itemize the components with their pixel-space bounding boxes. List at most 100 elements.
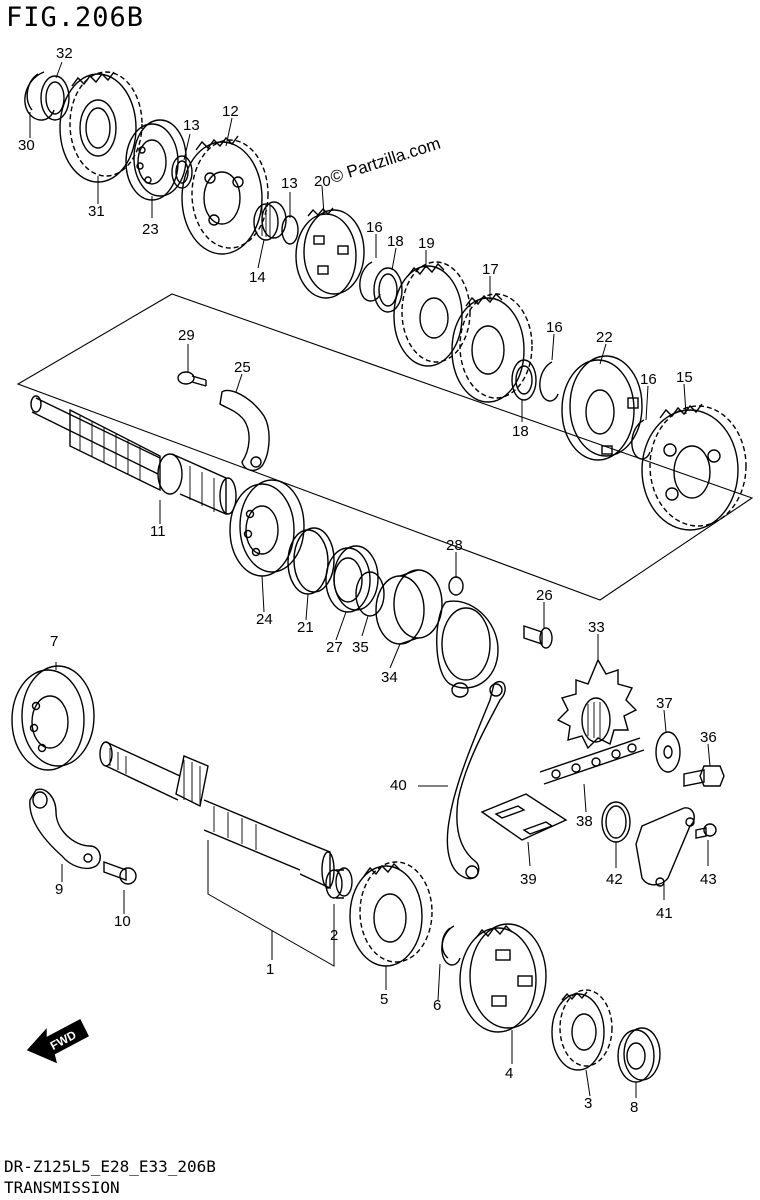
part-33-sprocket[interactable]	[556, 658, 638, 750]
part-35-o-ring[interactable]	[355, 571, 385, 617]
part-43-screw[interactable]	[695, 823, 717, 839]
callout-c17: 17	[482, 261, 499, 278]
callout-c39: 39	[520, 871, 537, 888]
callout-c42: 42	[606, 871, 623, 888]
part-28-ring[interactable]	[448, 576, 464, 596]
part-10-screw[interactable]	[103, 861, 137, 885]
part-41-cover[interactable]	[635, 807, 695, 887]
part-12-gear[interactable]	[181, 135, 269, 255]
part-24-bearing[interactable]	[229, 479, 305, 577]
part-16-circlip-c[interactable]	[631, 419, 651, 460]
callout-c27: 27	[326, 639, 343, 656]
figure-title: FIG.206B	[6, 2, 145, 33]
footer-name: TRANSMISSION	[4, 1178, 120, 1197]
part-37-washer[interactable]	[655, 731, 681, 773]
callout-c36: 36	[700, 729, 717, 746]
part-31-gear[interactable]	[59, 71, 143, 183]
part-15-gear[interactable]	[641, 403, 747, 531]
callout-c43: 43	[700, 871, 717, 888]
callout-c37: 37	[656, 695, 673, 712]
callout-c1: 1	[266, 961, 274, 978]
part-18-washer-b[interactable]	[511, 359, 537, 401]
part-42-o-ring[interactable]	[601, 801, 631, 843]
callout-c13a: 13	[183, 117, 200, 134]
callout-c35: 35	[352, 639, 369, 656]
callout-c21: 21	[297, 619, 314, 636]
part-16-circlip-b[interactable]	[539, 361, 559, 402]
part-39-chain-joint[interactable]	[480, 793, 568, 841]
part-21-ring[interactable]	[287, 527, 335, 595]
part-30-circlip[interactable]	[24, 71, 55, 121]
callout-c41: 41	[656, 905, 673, 922]
callout-c34: 34	[381, 669, 398, 686]
callout-c30: 30	[18, 137, 35, 154]
part-7-bearing[interactable]	[11, 665, 95, 771]
callout-c16a: 16	[366, 219, 383, 236]
callout-c2: 2	[330, 927, 338, 944]
callout-c38: 38	[576, 813, 593, 830]
callout-c4: 4	[505, 1065, 513, 1082]
callout-c11: 11	[150, 523, 166, 540]
part-8-bearing[interactable]	[617, 1027, 661, 1083]
part-32-washer[interactable]	[40, 75, 70, 121]
callout-c19: 19	[418, 235, 435, 252]
callout-c7: 7	[50, 633, 58, 650]
part-18-washer-a[interactable]	[373, 267, 403, 313]
part-26-bolt[interactable]	[523, 625, 553, 649]
part-14-needle-bearing[interactable]	[253, 201, 287, 241]
callout-c25: 25	[234, 359, 251, 376]
fwd-arrow-icon: FWD	[26, 1019, 89, 1064]
callout-c32: 32	[56, 45, 73, 62]
part-27-seal[interactable]	[325, 545, 379, 613]
footer-code: DR-Z125L5_E28_E33_206B	[4, 1157, 216, 1176]
part-16-circlip-a[interactable]	[359, 261, 381, 302]
part-20-gear[interactable]	[295, 207, 365, 299]
callout-c31: 31	[88, 203, 105, 220]
callout-c3: 3	[584, 1095, 592, 1112]
part-38-drive-chain[interactable]	[539, 737, 645, 785]
part-36-bolt[interactable]	[683, 765, 725, 787]
callout-c8: 8	[630, 1099, 638, 1116]
part-9-retainer[interactable]	[29, 788, 101, 870]
callout-c6: 6	[433, 997, 441, 1014]
part-13-washer-upper[interactable]	[171, 155, 193, 189]
callout-c20: 20	[314, 173, 331, 190]
part-2-needle-bearing[interactable]	[325, 867, 353, 899]
part-11-countershaft[interactable]	[30, 395, 237, 516]
part-1-drive-shaft[interactable]	[99, 741, 335, 890]
part-25-retainer[interactable]	[219, 389, 270, 472]
callout-c18b: 18	[512, 423, 529, 440]
callout-c23: 23	[142, 221, 159, 238]
callout-c22: 22	[596, 329, 613, 346]
callout-c15: 15	[676, 369, 693, 386]
part-29-screw[interactable]	[177, 371, 207, 387]
part-22-gear[interactable]	[561, 355, 643, 461]
callout-c16b: 16	[546, 319, 563, 336]
callout-c14: 14	[249, 269, 266, 286]
part-17-gear[interactable]	[451, 292, 533, 403]
part-40-bracket[interactable]	[436, 600, 506, 880]
callout-c40: 40	[390, 777, 407, 794]
part-6-circlip[interactable]	[441, 925, 461, 966]
callout-c16c: 16	[640, 371, 657, 388]
callout-c29: 29	[178, 327, 195, 344]
part-4-gear[interactable]	[459, 923, 547, 1033]
callout-c28: 28	[446, 537, 463, 554]
callout-c9: 9	[55, 881, 63, 898]
callout-c10: 10	[114, 913, 131, 930]
callout-c12: 12	[222, 103, 239, 120]
part-23-bearing[interactable]	[125, 119, 187, 201]
callout-c13b: 13	[281, 175, 298, 192]
callout-c24: 24	[256, 611, 273, 628]
part-34-spacer[interactable]	[375, 569, 443, 645]
callout-c5: 5	[380, 991, 388, 1008]
callout-c33: 33	[588, 619, 605, 636]
part-5-gear[interactable]	[349, 861, 433, 967]
part-3-gear[interactable]	[551, 989, 613, 1071]
part-19-gear[interactable]	[393, 261, 471, 367]
leader-lines	[29, 61, 711, 1098]
countershaft-group-outline	[16, 293, 754, 601]
